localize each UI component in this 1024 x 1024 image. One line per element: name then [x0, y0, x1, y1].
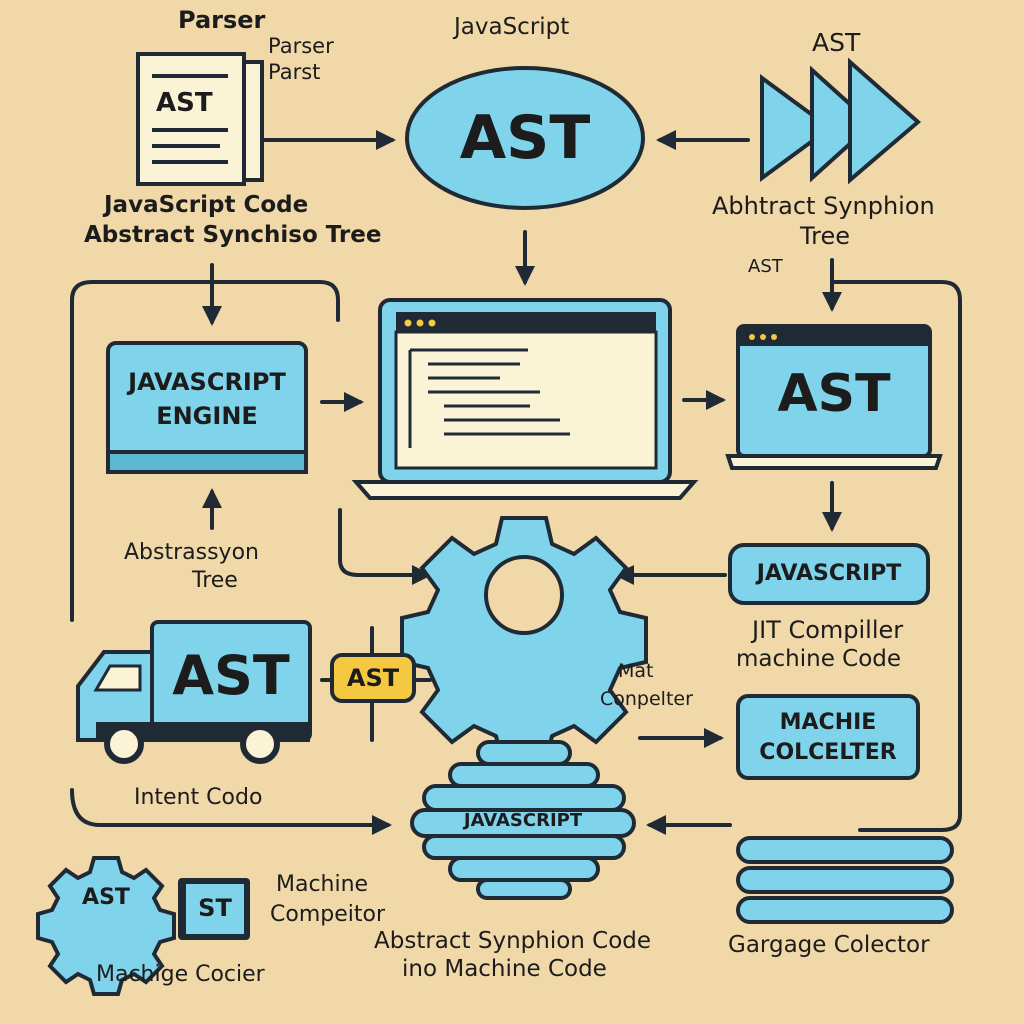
truck-ast-label: AST	[172, 644, 290, 707]
mat-label: Mat	[618, 660, 654, 682]
right-caption-1: Abhtract Synphion	[712, 192, 935, 220]
machine-collector-box[interactable]	[736, 694, 920, 780]
js-pill-label: JAVASCRIPT	[756, 561, 902, 586]
center-caption-2: ino Machine Code	[402, 956, 607, 982]
parser-title: Parser	[178, 6, 266, 34]
loop-right	[830, 280, 962, 832]
js-engine-box[interactable]	[106, 341, 308, 474]
conpelter-label: Conpelter	[600, 688, 693, 710]
js-pill[interactable]	[728, 543, 930, 605]
forward-arrows-icon	[760, 57, 922, 185]
machige-cocier-label: Machige Cocier	[96, 962, 265, 987]
monitor-ast-label: AST	[777, 364, 891, 424]
garbage-collector-label: Gargage Colector	[728, 932, 930, 958]
right-caption-2: Tree	[800, 222, 851, 250]
square-label: ST	[198, 894, 232, 922]
machine-box-label-1: MACHIE	[779, 710, 877, 735]
center-caption-1: Abstract Synphion Code	[374, 928, 652, 954]
mini-ast-label: AST	[748, 256, 783, 277]
small-gear-label: AST	[82, 885, 130, 910]
js-stack-icon	[410, 740, 636, 900]
left-caption-2: Abstract Synchiso Tree	[84, 222, 382, 248]
parser-item-2: Parst	[268, 60, 321, 84]
garbage-bars-icon	[736, 836, 954, 924]
loop-left	[70, 280, 340, 622]
parser-item-1: Parser	[268, 34, 334, 58]
arrow-bottom-left-to-stack	[70, 788, 392, 835]
engine-label-2: ENGINE	[156, 402, 258, 430]
arrow-into-gear	[338, 508, 432, 585]
ast-oval[interactable]	[405, 66, 645, 210]
abstrassyon-label: Abstrassyon	[124, 540, 259, 565]
machine-compiler-1: Machine	[276, 872, 369, 897]
jit-caption-2: machine Code	[736, 646, 902, 672]
truck-icon	[76, 620, 312, 764]
laptop-icon	[351, 298, 699, 500]
doc-ast-label: AST	[156, 88, 213, 118]
st-square[interactable]	[178, 878, 250, 940]
badge-label: AST	[346, 664, 400, 692]
machine-box-label-2: COLCELTER	[759, 740, 897, 765]
ast-monitor[interactable]	[725, 324, 943, 470]
jit-caption-1: JIT Compiller	[752, 616, 904, 644]
left-caption-1: JavaScript Code	[104, 192, 309, 218]
arrows-ast-label: AST	[812, 28, 861, 57]
machine-compiler-2: Compeitor	[270, 902, 385, 927]
gear-icon[interactable]	[400, 516, 648, 764]
intent-code-label: Intent Codo	[134, 785, 263, 810]
ast-badge[interactable]	[330, 653, 416, 703]
small-gear-icon[interactable]	[36, 856, 176, 996]
stack-js-label: JAVASCRIPT	[463, 810, 583, 831]
tree-label: Tree	[192, 568, 238, 593]
js-label: JavaScript	[454, 14, 570, 40]
engine-label-1: JAVASCRIPT	[128, 368, 286, 396]
ast-oval-label: AST	[459, 103, 591, 173]
document-icon	[136, 52, 264, 186]
